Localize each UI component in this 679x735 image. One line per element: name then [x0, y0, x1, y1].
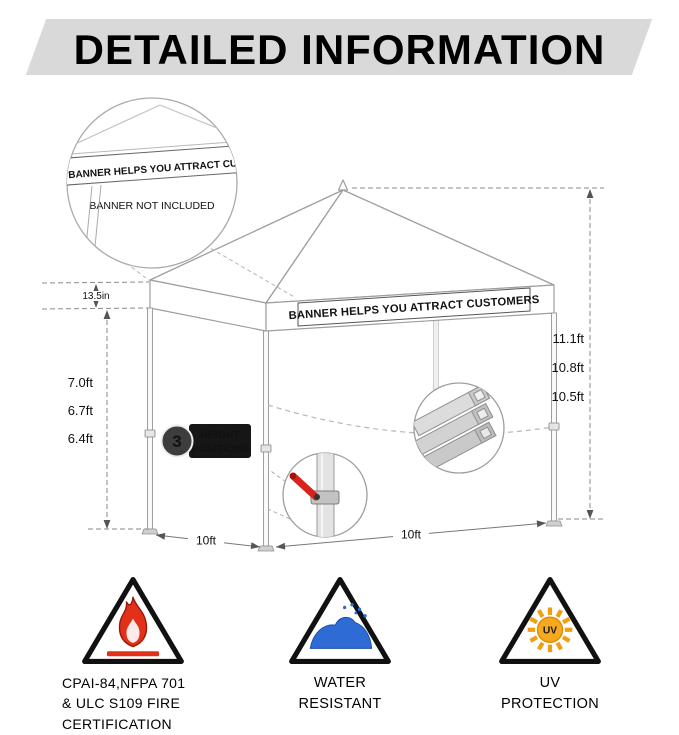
- uv-label-line-1: UV: [539, 675, 561, 691]
- water-label-line-2: RESISTANT: [298, 696, 382, 713]
- width-label: 10ft: [401, 528, 422, 542]
- badge-line-1: HEIGHT: [200, 429, 240, 441]
- depth-dimension: 10ft: [155, 533, 261, 549]
- water-mound-icon: [309, 617, 373, 649]
- peak-height-label-2: 10.8ft: [551, 360, 584, 375]
- feature-water-resistant: WATER RESISTANT: [235, 574, 445, 715]
- water-triangle-icon: [289, 577, 391, 664]
- fire-triangle-icon: [82, 577, 184, 664]
- leg-foot-plate: [545, 520, 563, 527]
- leg-foot-plate: [141, 528, 159, 535]
- fire-certification-label: CPAI-84,NFPA 701 & ULC S109 FIRE CERTIFI…: [28, 673, 238, 734]
- steel-tube-icon: [414, 384, 497, 473]
- water-spray-dots: [342, 603, 367, 618]
- leg-height-label-2: 6.7ft: [68, 403, 94, 418]
- fire-label-line-2: & ULC S109 FIRE: [62, 695, 181, 712]
- height-adjust-collar: [260, 444, 272, 453]
- frame-truss-rope: [267, 404, 554, 435]
- water-label-line-1: WATER: [313, 675, 367, 691]
- uv-triangle-icon: UV: [499, 577, 601, 664]
- height-positions-badge: HEIGHT POSITIONS 3: [160, 424, 251, 458]
- valance-height-label: 13.5in: [82, 291, 109, 302]
- page-title: DETAILED INFORMATION: [73, 26, 606, 73]
- feature-uv-protection: UV UV PROTECTION: [445, 574, 655, 715]
- badge-count: 3: [172, 432, 181, 451]
- feature-fire-certification: CPAI-84,NFPA 701 & ULC S109 FIRE CERTIFI…: [28, 574, 238, 734]
- leg-height-label-3: 6.4ft: [68, 431, 94, 446]
- height-adjust-collar: [144, 429, 156, 438]
- water-resistant-label: WATER RESISTANT: [235, 673, 445, 715]
- width-dimension: 10ft: [275, 520, 547, 550]
- sun-rays-icon: [527, 607, 573, 653]
- peak-height-label-3: 10.5ft: [551, 389, 584, 404]
- peak-height-label-1: 11.1ft: [552, 331, 584, 346]
- fire-label-line-1: CPAI-84,NFPA 701: [62, 675, 186, 691]
- tent-diagram: BANNER HELPS YOU ATTRACT CUSTOMERS: [41, 97, 604, 552]
- depth-label: 10ft: [196, 534, 217, 548]
- inset-banner-note: BANNER NOT INCLUDED: [89, 200, 215, 212]
- tent-banner: BANNER HELPS YOU ATTRACT CUSTOMERS: [288, 287, 540, 327]
- sun-icon: [536, 616, 564, 644]
- red-lever-icon: [289, 472, 320, 501]
- fire-label-line-3: CERTIFICATION: [62, 715, 172, 732]
- tent-peak-cap: [337, 179, 349, 191]
- leg-foot-plate: [257, 545, 275, 552]
- sun-uv-text: UV: [543, 626, 557, 637]
- banner-zoom-inset: BANNER HELPS YOU ATTRACT CUS BANNER NOT …: [66, 97, 297, 299]
- uv-label-line-2: PROTECTION: [500, 696, 600, 713]
- badge-line-2: POSITIONS: [191, 443, 248, 455]
- canopy-tent: BANNER HELPS YOU ATTRACT CUSTOMERS: [141, 179, 563, 552]
- tent-legs: [141, 307, 563, 552]
- height-adjust-collar: [548, 422, 560, 431]
- frame-tube-inset: [413, 382, 505, 474]
- inset-banner-strip: [67, 144, 237, 187]
- leg-height-label-1: 7.0ft: [68, 375, 94, 390]
- uv-protection-label: UV PROTECTION: [445, 673, 655, 715]
- leg-clamp-inset: [267, 452, 368, 538]
- dimension-annotations: 13.5in 7.0ft 6.7ft 6.4ft 11.1ft 10.8ft 1…: [41, 187, 604, 550]
